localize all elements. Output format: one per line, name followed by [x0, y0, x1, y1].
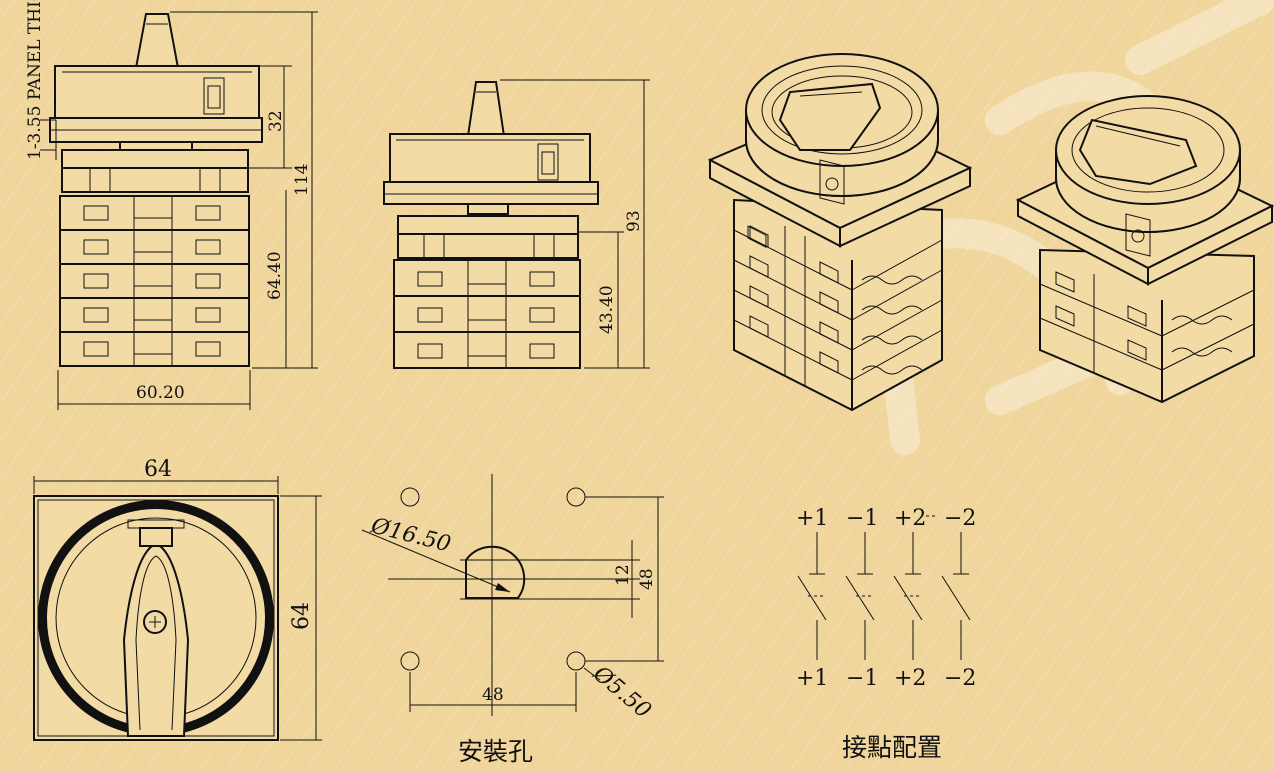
front-view: 1-3.55 PANEL THICKNESS 32 114 64.40 60.2… [25, 0, 318, 410]
mounting-hole-diagram: Ø16.50 Ø5.50 12 48 48 安裝孔 [361, 474, 664, 766]
isometric-switch-small [1015, 95, 1274, 404]
dim-12: 12 [613, 564, 633, 586]
side-decks [393, 259, 581, 369]
top-dimensions [33, 476, 322, 741]
contact-bottom-2: −1 [846, 666, 878, 691]
dim-dia-5-50: Ø5.50 [587, 661, 655, 724]
contact-arrangement-caption: 接點配置 [842, 733, 942, 762]
contact-top-2: −1 [846, 506, 878, 531]
front-dimensions [40, 11, 318, 410]
side-view: 93 43.40 [383, 79, 650, 369]
isometric-switch-large [707, 53, 973, 412]
dim-48-horizontal: 48 [482, 685, 504, 705]
contact-diagram: +1 −1 +2 −2 +1 −1 +2 −2 接點配置 [796, 506, 976, 762]
dim-114: 114 [292, 164, 312, 196]
contact-top-4: −2 [944, 506, 976, 531]
dim-93: 93 [624, 210, 644, 232]
contact-bottom-1: +1 [796, 666, 828, 691]
dim-32: 32 [266, 110, 286, 132]
dim-64-width: 64 [144, 457, 172, 482]
contact-bottom-3: +2 [894, 666, 926, 691]
terminals-large [861, 275, 923, 375]
mounting-hole-caption: 安裝孔 [458, 737, 533, 766]
terminals-small [1171, 315, 1233, 357]
panel-thickness-label: 1-3.55 PANEL THICKNESS [25, 0, 45, 160]
contact-top-3: +2 [894, 506, 926, 531]
dim-60-20: 60.20 [136, 383, 185, 403]
dim-64-40: 64.40 [265, 251, 285, 300]
dim-64-height: 64 [289, 602, 314, 630]
top-view: 64 64 [33, 457, 322, 741]
contact-top-1: +1 [796, 506, 828, 531]
dim-43-40: 43.40 [597, 285, 617, 334]
contact-bottom-4: −2 [944, 666, 976, 691]
front-decks [59, 195, 250, 367]
dim-48-vertical: 48 [637, 568, 657, 590]
side-dimensions [500, 79, 650, 369]
